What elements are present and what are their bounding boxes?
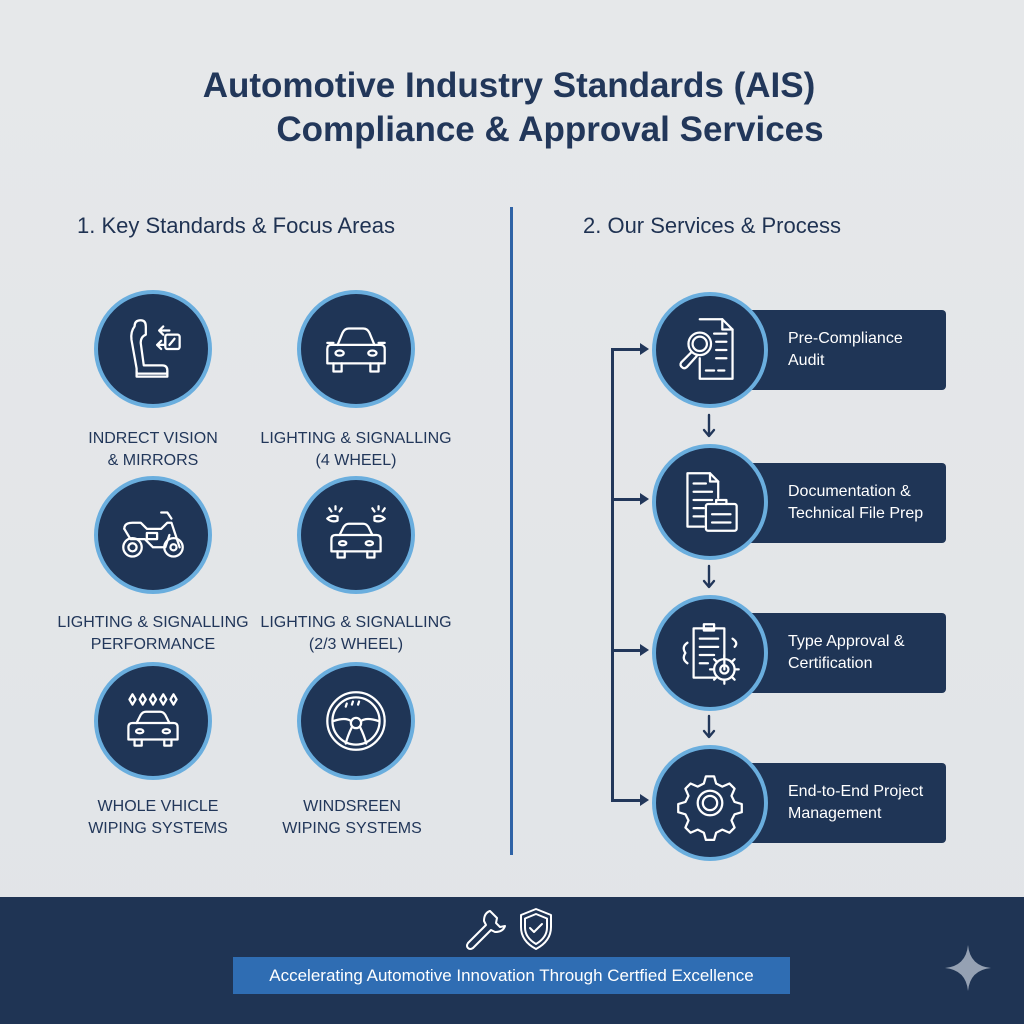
service-card-type-approval: Type Approval &Certification (742, 613, 946, 693)
standard-icon-circle (297, 662, 415, 780)
standard-label: LIGHTING & SIGNALLING(2/3 WHEEL) (260, 614, 452, 653)
shield-check-icon (520, 908, 552, 950)
wrench-icon (466, 910, 506, 950)
arrow-right-icon (640, 493, 649, 505)
car-lights-icon (326, 505, 386, 559)
arrow-right-icon (640, 644, 649, 656)
arrow-right-icon (640, 794, 649, 806)
section-heading-services: 2. Our Services & Process (583, 213, 841, 238)
service-label: Type Approval &Certification (788, 633, 905, 672)
arrow-right-icon (640, 343, 649, 355)
standard-icon-circle (297, 290, 415, 408)
tagline-banner: Accelerating Automotive Innovation Throu… (233, 957, 790, 994)
service-icon-circle (652, 444, 768, 560)
process-loop-line (611, 349, 614, 800)
standard-icon-circle (297, 476, 415, 594)
car-front-icon (326, 327, 386, 373)
standard-icon-circle (94, 476, 212, 594)
title-line-1: Automotive Industry Standards (AIS) (202, 66, 816, 105)
motorcycle-icon (122, 511, 184, 558)
arrow-down-icon (702, 413, 716, 439)
process-loop-connector (611, 799, 641, 802)
documents-briefcase-icon (686, 472, 738, 532)
gear-icon (677, 775, 743, 842)
standard-icon-circle (94, 662, 212, 780)
arrow-down-icon (702, 564, 716, 590)
process-loop-connector (611, 498, 641, 501)
service-icon-circle (652, 595, 768, 711)
standard-label: INDRECT VISION& MIRRORS (88, 430, 218, 469)
page-title: Automotive Industry Standards (AIS) Comp… (0, 64, 1024, 152)
arrow-down-icon (702, 714, 716, 740)
service-card-documentation: Documentation &Technical File Prep (742, 463, 946, 543)
service-icon-circle (652, 745, 768, 861)
sparkle-icon (945, 945, 991, 991)
process-loop-connector (611, 348, 641, 351)
seat-mirror-icon (130, 319, 181, 378)
service-label: Documentation &Technical File Prep (788, 483, 924, 522)
document-search-icon (679, 318, 734, 380)
standard-icon-circle (94, 290, 212, 408)
car-water-drops-icon (127, 693, 179, 747)
column-divider (510, 207, 513, 855)
section-heading-standards: 1. Key Standards & Focus Areas (77, 213, 395, 238)
process-loop-connector (611, 649, 641, 652)
title-line-2: Compliance & Approval Services (276, 110, 824, 149)
steering-wheel-icon (326, 691, 386, 751)
footer-icons (460, 905, 556, 953)
clipboard-gear-icon (682, 623, 740, 685)
standard-label: LIGHTING & SIGNALLING(4 WHEEL) (260, 430, 452, 469)
service-icon-circle (652, 292, 768, 408)
